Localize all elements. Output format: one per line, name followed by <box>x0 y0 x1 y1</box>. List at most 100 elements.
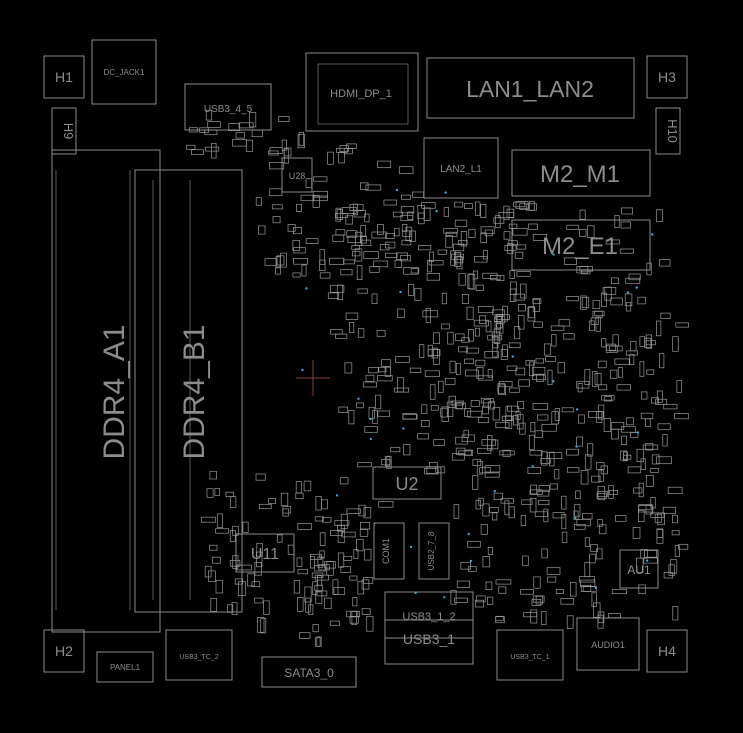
smd-footprint <box>495 421 510 429</box>
smd-footprint <box>355 231 363 246</box>
smd-footprint <box>508 223 518 229</box>
smd-footprint <box>541 611 547 625</box>
smd-footprint <box>468 228 476 238</box>
smd-footprint <box>376 375 393 382</box>
smd-footprint <box>529 361 535 377</box>
smd-footprint <box>447 331 454 345</box>
smd-footprint <box>335 333 348 339</box>
label-h9: H9 <box>61 123 76 140</box>
smd-footprint <box>558 319 571 327</box>
smd-footprint <box>675 322 689 328</box>
smd-footprint <box>297 597 304 612</box>
smd-footprint <box>329 257 345 265</box>
smd-footprint <box>312 195 320 208</box>
smd-footprint <box>464 358 475 364</box>
smd-footprint <box>528 434 535 450</box>
smd-footprint <box>602 287 617 295</box>
smd-footprint <box>550 325 565 331</box>
chip-u28: U28 <box>281 157 313 193</box>
smd-footprint <box>455 362 461 375</box>
smd-footprint <box>492 309 505 316</box>
label-usb3-4-5: USB3_4_5 <box>204 104 253 115</box>
smd-footprint <box>584 562 591 578</box>
smd-footprint <box>638 504 653 511</box>
smd-footprint <box>369 266 380 273</box>
smd-footprint <box>381 359 391 367</box>
smd-footprint <box>401 239 412 246</box>
smd-footprint <box>597 486 606 501</box>
label-h4: H4 <box>658 643 676 659</box>
smd-footprint <box>449 360 456 374</box>
smd-footprint <box>445 231 458 237</box>
smd-footprint <box>654 513 662 523</box>
smd-footprint <box>268 497 276 504</box>
smd-footprint <box>627 466 642 474</box>
smd-footprint <box>639 361 645 377</box>
smd-footprint <box>451 253 464 260</box>
smd-footprint <box>636 557 644 573</box>
label-h1: H1 <box>55 69 73 85</box>
smd-footprint <box>314 584 324 591</box>
smd-footprint <box>655 209 664 222</box>
connector-hdmi-dp: HDMI_DP_1 <box>305 52 419 132</box>
smd-footprint <box>508 506 515 519</box>
smd-footprint <box>529 449 543 456</box>
smd-footprint <box>330 329 343 335</box>
smd-footprint <box>340 513 348 529</box>
smd-footprint <box>296 203 302 212</box>
component-lan2-l1: LAN2_L1 <box>423 137 499 199</box>
smd-footprint <box>364 426 378 433</box>
smd-footprint <box>611 589 628 595</box>
smd-footprint <box>360 521 371 530</box>
smd-footprint <box>340 566 351 573</box>
smd-footprint <box>579 228 587 237</box>
smd-footprint <box>520 283 527 299</box>
smd-footprint <box>444 377 456 385</box>
smd-footprint <box>509 270 515 279</box>
smd-footprint <box>410 268 420 274</box>
slot-m2-e1: M2_E1 <box>511 219 651 271</box>
smd-footprint <box>582 585 597 592</box>
smd-footprint <box>529 489 543 495</box>
smd-footprint <box>379 244 390 251</box>
smd-footprint <box>332 579 339 595</box>
smd-footprint <box>478 417 489 424</box>
smd-footprint <box>441 406 449 422</box>
header-com1: COM1 <box>373 522 405 580</box>
smd-footprint <box>409 230 416 242</box>
smd-footprint <box>594 373 602 386</box>
smd-footprint <box>657 512 665 526</box>
smd-footprint <box>437 380 444 393</box>
smd-footprint <box>603 418 611 432</box>
smd-footprint <box>570 581 577 597</box>
smd-footprint <box>630 341 637 352</box>
smd-footprint <box>659 259 671 267</box>
smd-footprint <box>465 347 479 354</box>
smd-footprint <box>547 576 557 583</box>
smd-footprint <box>401 224 408 232</box>
smd-footprint <box>480 203 487 219</box>
smd-footprint <box>205 109 213 121</box>
smd-footprint <box>214 487 221 496</box>
smd-footprint <box>590 544 599 552</box>
smd-footprint <box>534 511 548 517</box>
smd-footprint <box>297 523 312 530</box>
smd-footprint <box>339 477 349 485</box>
smd-footprint <box>659 353 665 369</box>
smd-footprint <box>188 127 198 133</box>
smd-footprint <box>467 273 474 290</box>
smd-footprint <box>316 636 322 647</box>
smd-footprint <box>256 542 263 557</box>
smd-footprint <box>616 384 631 391</box>
via-dot <box>493 490 496 493</box>
smd-footprint <box>482 503 490 517</box>
label-h10: H10 <box>665 119 680 143</box>
smd-footprint <box>278 116 290 122</box>
smd-footprint <box>349 322 355 333</box>
smd-footprint <box>332 234 345 242</box>
smd-footprint <box>584 369 591 385</box>
smd-footprint <box>508 342 521 349</box>
smd-footprint <box>527 466 541 474</box>
smd-footprint <box>509 387 520 393</box>
smd-footprint <box>656 320 662 337</box>
